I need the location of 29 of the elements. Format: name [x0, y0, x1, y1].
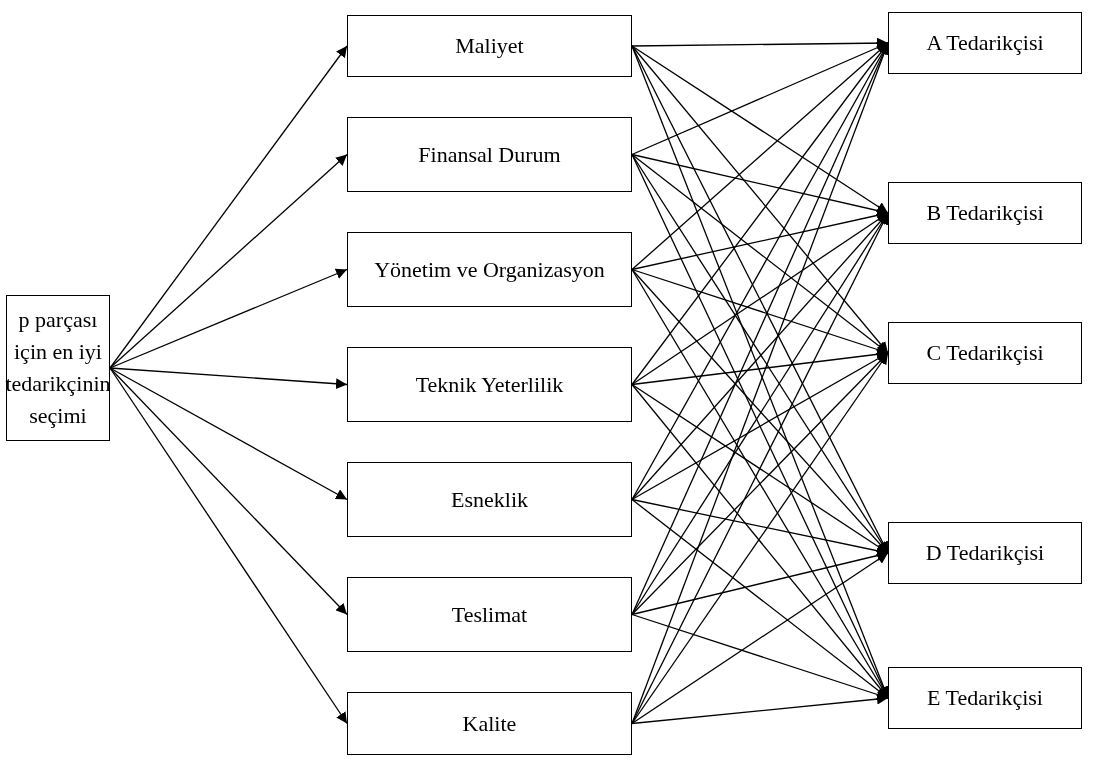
supplier-box: A Tedarikçisi — [888, 12, 1082, 74]
arrow — [631, 268, 889, 355]
arrow — [631, 210, 889, 271]
arrow — [631, 552, 889, 725]
arrow — [631, 693, 889, 725]
arrow — [109, 367, 348, 501]
arrow — [631, 550, 889, 616]
criterion-box: Finansal Durum — [347, 117, 632, 192]
supplier-box: C Tedarikçisi — [888, 322, 1082, 384]
arrow — [109, 367, 348, 616]
arrow — [109, 153, 348, 369]
criterion-box: Esneklik — [347, 462, 632, 537]
arrow — [631, 37, 889, 49]
criterion-box: Yönetim ve Organizasyon — [347, 232, 632, 307]
supplier-box: D Tedarikçisi — [888, 522, 1082, 584]
arrow — [109, 268, 348, 369]
criterion-box: Teslimat — [347, 577, 632, 652]
arrow — [109, 367, 348, 725]
criterion-box: Kalite — [347, 692, 632, 755]
criterion-box: Teknik Yeterlilik — [347, 347, 632, 422]
supplier-box: E Tedarikçisi — [888, 667, 1082, 729]
arrow — [631, 45, 889, 214]
supplier-box: B Tedarikçisi — [888, 182, 1082, 244]
criterion-box: Maliyet — [347, 15, 632, 77]
arrow — [109, 45, 348, 369]
arrow — [631, 348, 889, 386]
arrow — [631, 153, 889, 216]
goal-box: p parçası için en iyi tedarikçinin seçimi — [6, 295, 110, 441]
arrow — [109, 367, 348, 390]
